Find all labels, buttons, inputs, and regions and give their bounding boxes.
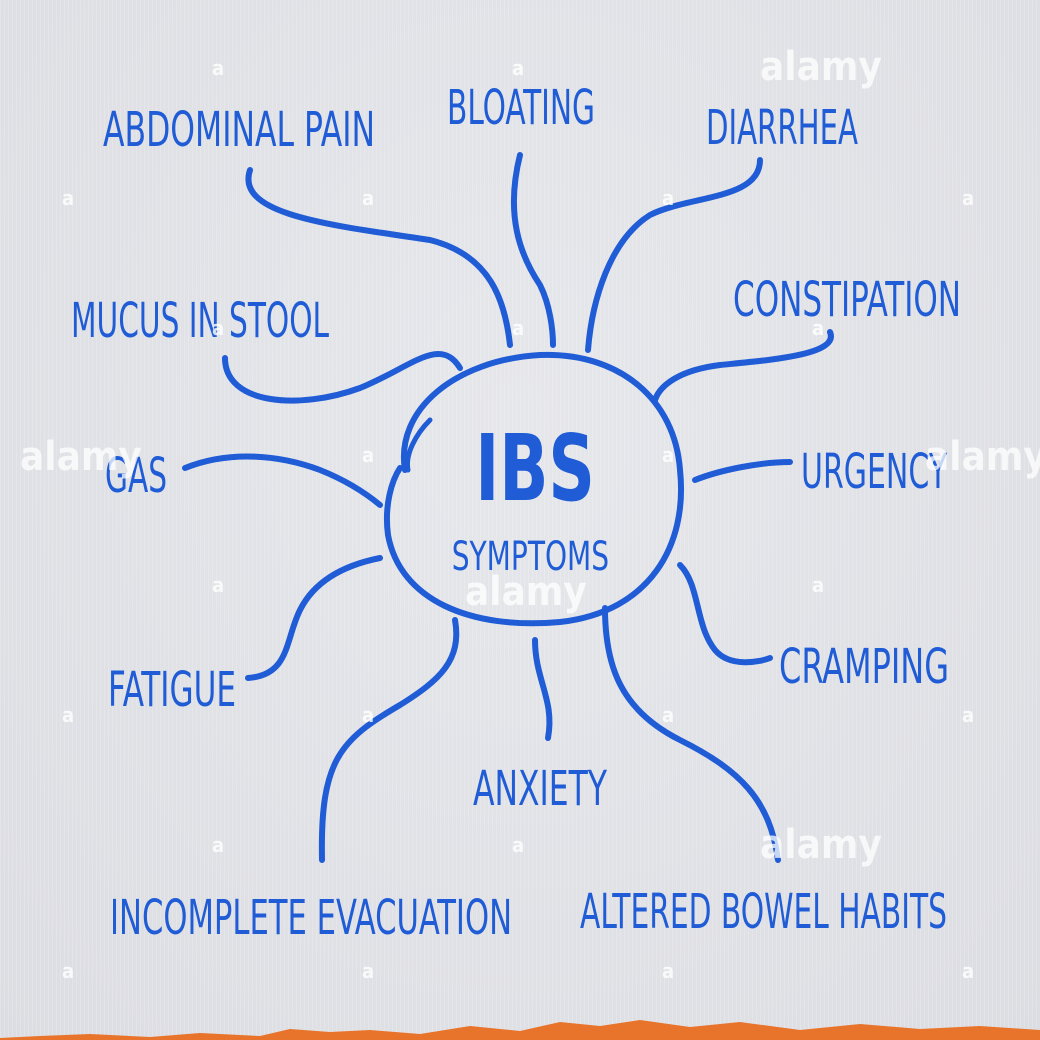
svg-text:a: a [362,959,374,983]
svg-text:a: a [212,56,224,80]
torn-paper-edge [0,1020,1040,1040]
svg-text:a: a [812,573,824,597]
watermark-top-right: alamy [760,44,882,90]
connector-fatigue [245,555,383,681]
label-abdominal-pain: ABDOMINAL PAIN [103,102,375,158]
connector-incomplete-evacuation [318,617,460,863]
svg-text:a: a [962,959,974,983]
label-anxiety: ANXIETY [473,761,607,817]
center-circle [383,351,684,627]
watermark-center: alamy [465,569,587,615]
connector-constipation [652,329,834,403]
svg-text:a: a [212,833,224,857]
label-gas: GAS [105,448,167,504]
watermarks: alamy alamy alamy alamy alamy [20,44,1040,868]
connector-diarrhea [585,157,763,353]
label-fatigue: FATIGUE [108,662,236,718]
svg-text:a: a [512,56,524,80]
center-title: IBS [475,415,595,522]
watermark-right: alamy [925,434,1040,480]
connector-lines [182,152,834,863]
svg-text:a: a [62,703,74,727]
center-subtitle: SYMPTOMS [452,534,609,580]
connector-cramping [677,562,773,666]
connector-urgency [692,459,793,483]
svg-text:a: a [362,703,374,727]
center-circle-tail [404,417,433,473]
label-mucus-in-stool: MUCUS IN STOOL [71,293,329,349]
label-constipation: CONSTIPATION [733,272,961,328]
connector-altered-bowel-habits [602,605,781,863]
connector-anxiety [532,637,553,741]
label-altered-bowel-habits: ALTERED BOWEL HABITS [580,884,947,940]
label-urgency: URGENCY [801,444,947,500]
connector-abdominal-pain [245,167,513,348]
label-cramping: CRAMPING [779,639,949,695]
svg-text:a: a [812,316,824,340]
svg-text:a: a [362,186,374,210]
svg-text:a: a [662,959,674,983]
svg-text:a: a [212,316,224,340]
watermark-left: alamy [20,434,142,480]
watermark-bottom-right: alamy [760,822,882,868]
connector-gas [182,453,383,508]
symptom-labels: ABDOMINAL PAIN BLOATING DIARRHEA CONSTIP… [71,80,961,946]
connector-mucus-in-stool [222,351,463,404]
svg-text:a: a [62,186,74,210]
svg-text:a: a [662,703,674,727]
svg-text:a: a [212,573,224,597]
svg-text:a: a [662,443,674,467]
svg-text:a: a [512,833,524,857]
connector-bloating [510,152,556,348]
watermark-dots: a a a a a a a a a a a a a a a a a a a a a a a [62,56,974,983]
svg-text:a: a [62,959,74,983]
svg-text:a: a [662,186,674,210]
label-incomplete-evacuation: INCOMPLETE EVACUATION [110,890,512,946]
svg-text:a: a [512,316,524,340]
svg-text:a: a [962,703,974,727]
svg-text:a: a [962,186,974,210]
svg-text:a: a [362,443,374,467]
label-bloating: BLOATING [447,80,595,136]
label-diarrhea: DIARRHEA [706,100,858,156]
